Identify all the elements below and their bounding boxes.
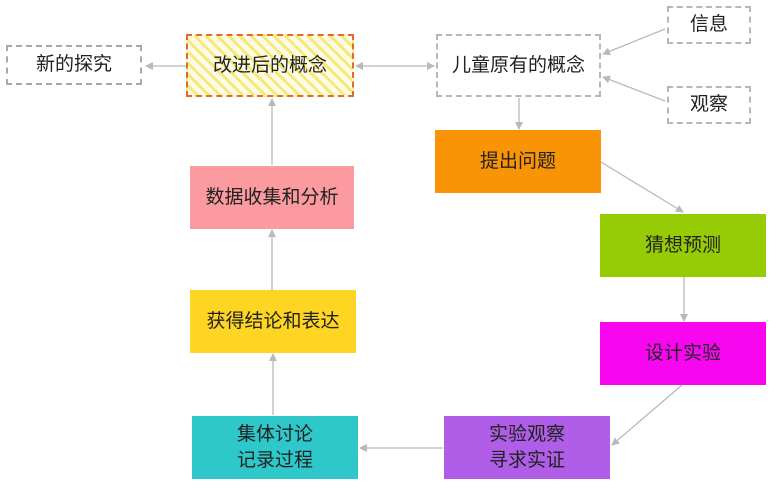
original-concept-box: 儿童原有的概念: [436, 34, 601, 97]
design-experiment-label: 设计实验: [644, 341, 721, 364]
information-box: 信息: [667, 6, 751, 44]
experiment-observe-label: 实验观察 寻求实证: [488, 422, 565, 471]
group-discussion-label: 集体讨论 记录过程: [236, 422, 313, 471]
group-discussion-box: 集体讨论 记录过程: [192, 416, 358, 479]
original-concept-label: 儿童原有的概念: [451, 53, 585, 76]
conclusion-expression-label: 获得结论和表达: [206, 309, 340, 332]
new-inquiry-box: 新的探究: [6, 45, 142, 85]
new-inquiry-label: 新的探究: [35, 53, 112, 76]
design-experiment-box: 设计实验: [600, 322, 766, 385]
improved-concept-box: 改进后的概念: [186, 34, 354, 97]
improved-concept-label: 改进后的概念: [212, 53, 327, 76]
observation-box: 观察: [667, 86, 751, 124]
guess-predict-label: 猜想预测: [644, 233, 721, 256]
data-analysis-label: 数据收集和分析: [205, 185, 339, 208]
arrow-design-to-experiment: [611, 384, 683, 446]
ask-question-box: 提出问题: [435, 130, 601, 193]
data-analysis-box: 数据收集和分析: [190, 166, 354, 229]
arrow-question-to-predict: [600, 161, 684, 213]
information-label: 信息: [689, 13, 728, 36]
observation-label: 观察: [689, 93, 728, 116]
experiment-observe-box: 实验观察 寻求实证: [444, 416, 610, 479]
arrow-information-to-original: [602, 28, 666, 56]
conclusion-expression-box: 获得结论和表达: [190, 290, 356, 353]
arrow-observation-to-original: [602, 75, 666, 102]
ask-question-label: 提出问题: [479, 149, 556, 172]
guess-predict-box: 猜想预测: [600, 214, 766, 277]
